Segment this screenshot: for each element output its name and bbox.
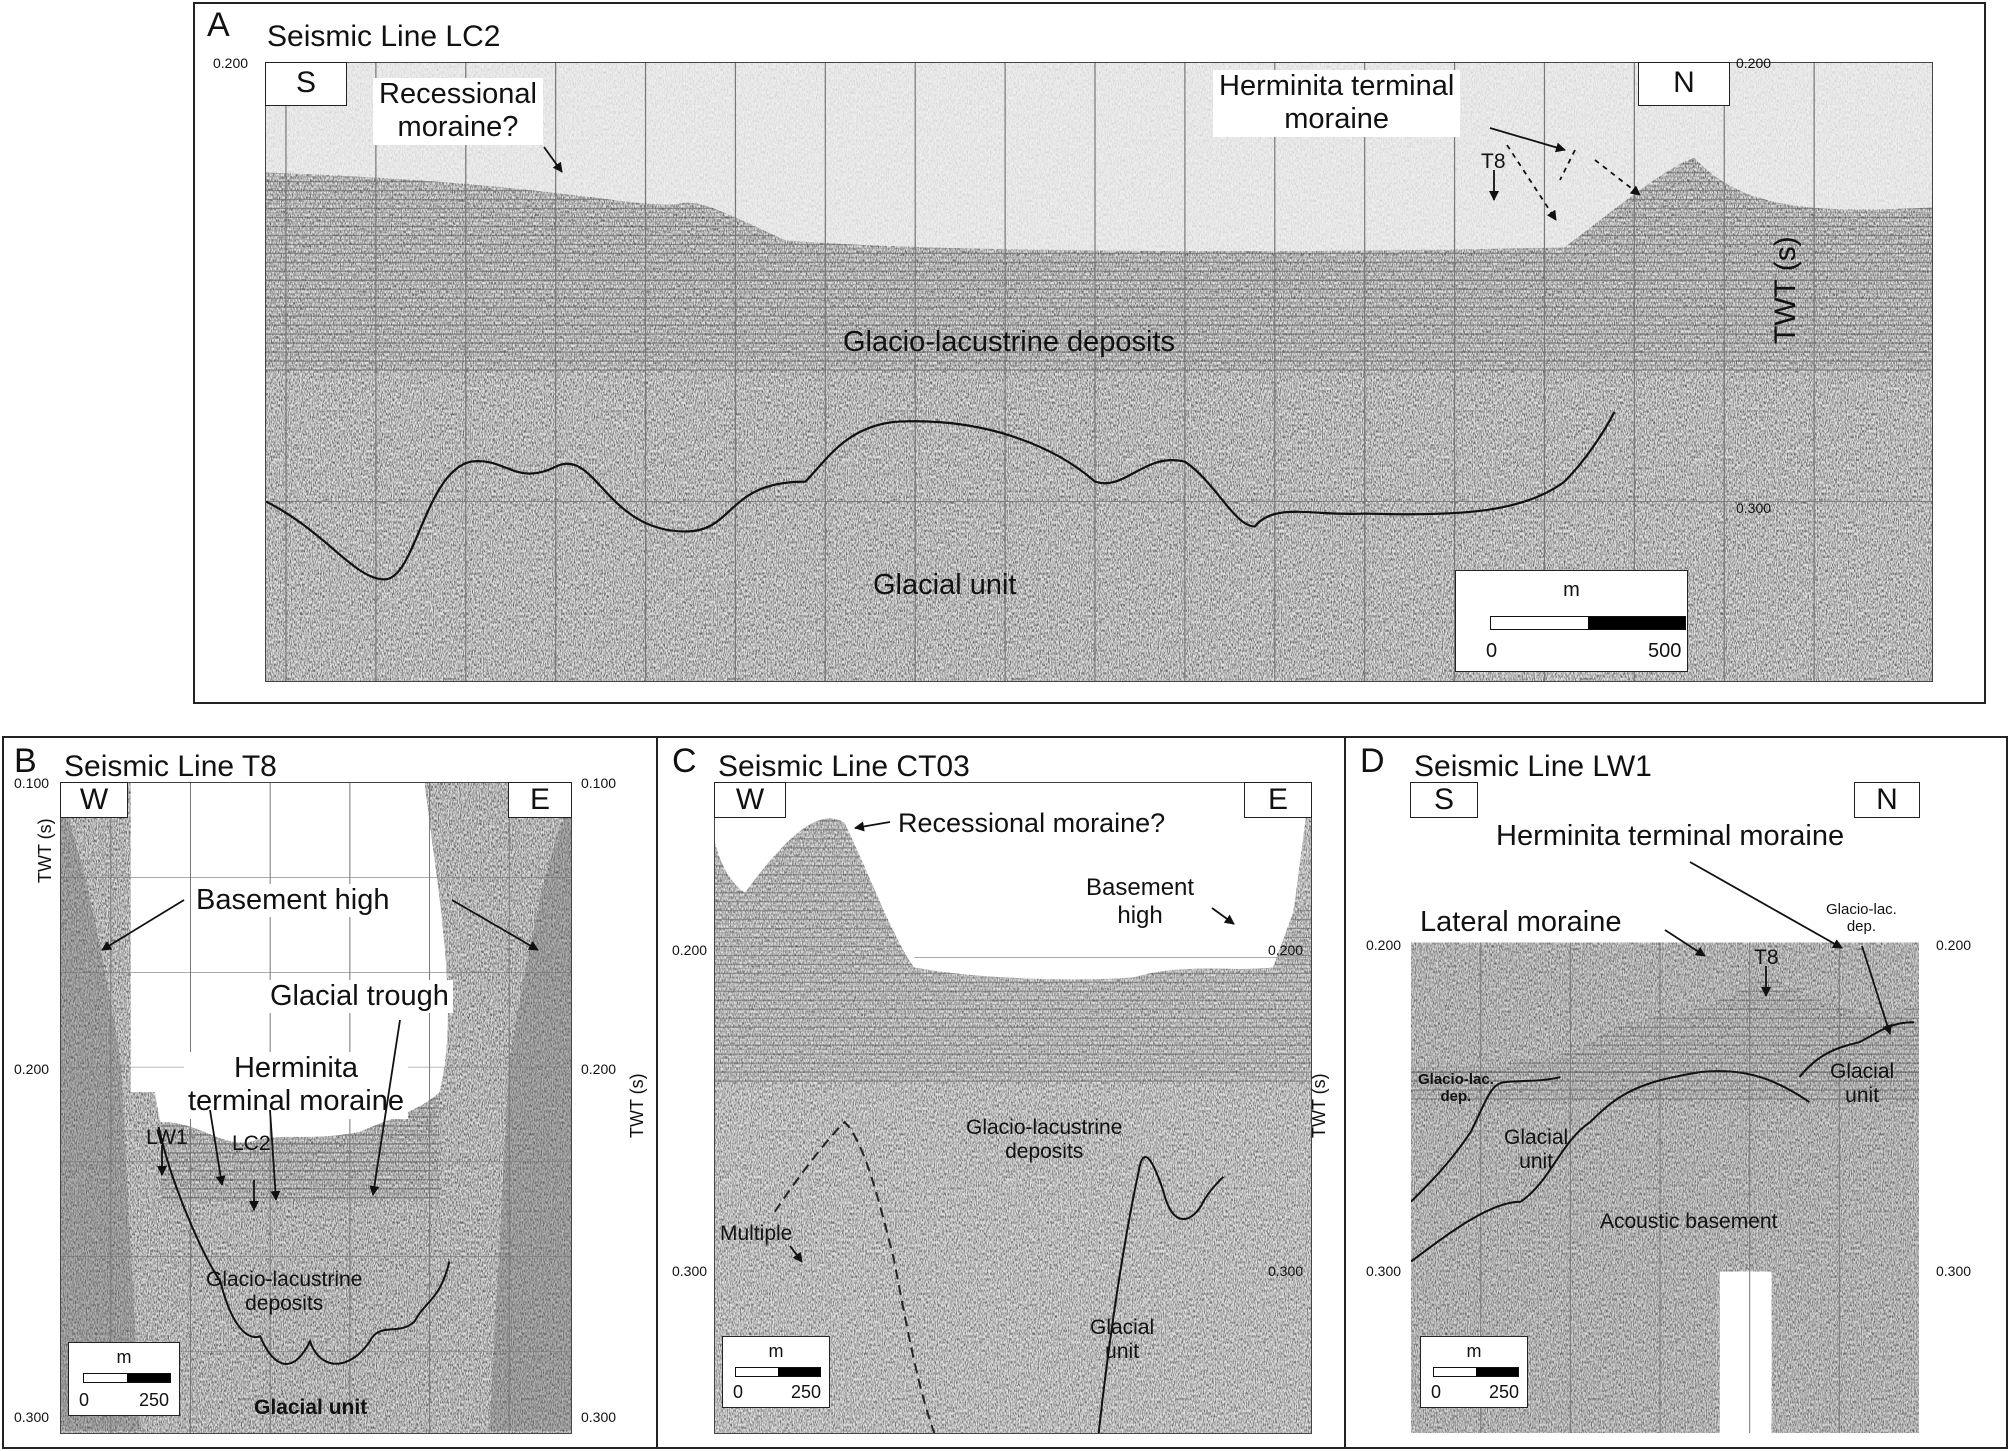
label-glacial-unit-left: Glacial unit [1504,1126,1569,1174]
label-herminita-terminal-moraine: Herminita terminal moraine [1213,70,1461,137]
twt-tick-right-0200: 0.200 [581,1061,617,1077]
scale-min: 0 [1431,1382,1442,1402]
scale-max: 250 [791,1382,822,1402]
twt-tick-left-0200: 0.200 [672,942,708,958]
seismic-image [1411,783,1919,1433]
direction-label-west: W [714,782,786,818]
panel-a: A Seismic Line LC2 [193,2,1986,704]
scale-bar-graphic [83,1373,171,1383]
twt-tick-left-0200: 0.200 [14,1061,50,1077]
seismic-image [715,783,1311,1433]
panel-b: B Seismic Line T8 W E [2,736,658,1449]
label-lateral-moraine: Lateral moraine [1420,906,1622,938]
label-t8-crossing: T8 [1481,150,1506,173]
label-glacial-unit-right: Glacial unit [1830,1060,1895,1108]
label-glacial-unit: Glacial unit [873,569,1017,601]
label-lw1-crossing: LW1 [146,1126,188,1149]
direction-label-east: E [508,782,572,818]
scale-min: 0 [733,1382,744,1402]
scale-min: 0 [1486,640,1498,662]
direction-label-north: N [1854,782,1920,818]
scale-bar-graphic [1433,1367,1519,1377]
label-basement-high: Basement high [1086,874,1195,929]
label-glacial-trough: Glacial trough [266,980,453,1014]
label-lc2-crossing: LC2 [232,1132,271,1155]
panel-d: D Seismic Line LW1 S N 0.200 0.300 0.200… [1344,736,2008,1449]
twt-axis-label: TWT (s) [1769,236,1802,344]
twt-tick-left-0100: 0.100 [14,775,50,791]
label-multiple: Multiple [720,1222,793,1245]
twt-tick-right-0300: 0.300 [581,1409,617,1425]
panel-title: Seismic Line LW1 [1414,750,1652,783]
twt-tick-right-0300: 0.300 [1936,1263,1972,1279]
label-basement-high: Basement high [192,884,394,918]
seismic-section [1410,782,1920,1434]
scale-unit: m [768,1341,784,1361]
twt-tick-right-0300: 0.300 [1268,1263,1304,1279]
scale-max: 250 [1489,1382,1520,1402]
label-glacio-lacustrine-deposits: Glacio-lacustrine deposits [206,1268,363,1316]
twt-tick-left-0300: 0.300 [14,1409,50,1425]
scale-bar-graphic [1490,616,1686,630]
label-glacio-lacustrine-deposits: Glacio-lacustrine deposits [843,326,1176,358]
twt-tick-right-0200: 0.200 [1268,942,1304,958]
twt-tick-right-0200: 0.200 [1936,937,1972,953]
label-recessional-moraine: Recessional moraine? [373,78,543,145]
scale-bar: m 0 250 [722,1336,830,1408]
direction-label-south: S [1410,782,1478,818]
panel-c: C Seismic Line CT03 W E 0.200 0.300 0.20… [656,736,1346,1449]
scale-bar-graphic [735,1367,821,1377]
panel-letter: B [14,742,37,780]
scale-unit: m [1563,579,1580,601]
panel-letter: A [207,6,230,44]
panel-letter: C [672,742,697,780]
scale-max: 500 [1648,640,1682,662]
label-glacial-unit: Glacial unit [1090,1316,1155,1364]
direction-label-north: N [1638,62,1730,106]
label-acoustic-basement: Acoustic basement [1600,1210,1778,1233]
label-recessional-moraine: Recessional moraine? [898,808,1166,838]
panel-title: Seismic Line LC2 [267,20,501,53]
label-glacio-lacustrine-deposits: Glacio-lacustrine deposits [966,1116,1123,1164]
direction-label-east: E [1244,782,1312,818]
scale-bar: m 0 250 [1420,1336,1528,1408]
twt-tick-left-0200: 0.200 [1366,937,1402,953]
twt-axis-label: TWT (s) [1309,1073,1329,1138]
label-t8-crossing: T8 [1754,946,1779,969]
twt-axis-label-right: TWT (s) [627,1073,647,1138]
twt-tick-right-0300: 0.300 [1736,500,1772,516]
label-glacio-lac-dep-left: Glacio-lac. dep. [1418,1071,1494,1105]
scale-unit: m [116,1347,132,1367]
twt-tick-left-0300: 0.300 [1366,1263,1402,1279]
twt-tick-left-0200: 0.200 [213,55,249,71]
label-glacio-lac-dep-right: Glacio-lac. dep. [1826,901,1897,935]
scale-bar: m 0 500 [1455,570,1688,672]
scale-bar: m 0 250 [68,1342,180,1416]
seismic-section [714,782,1312,1434]
panel-title: Seismic Line T8 [64,750,277,783]
twt-tick-right-0100: 0.100 [581,775,617,791]
twt-tick-left-0300: 0.300 [672,1263,708,1279]
panel-letter: D [1360,742,1385,780]
label-herminita-terminal-moraine: Herminita terminal moraine [184,1052,408,1119]
twt-axis-label-left: TWT (s) [35,818,55,883]
label-glacial-unit: Glacial unit [254,1396,368,1419]
direction-label-west: W [60,782,128,818]
label-herminita-terminal-moraine: Herminita terminal moraine [1496,820,1845,852]
direction-label-south: S [265,62,347,106]
twt-tick-right-0200: 0.200 [1736,55,1772,71]
scale-max: 250 [139,1390,170,1410]
scale-unit: m [1466,1341,1482,1361]
scale-min: 0 [79,1390,90,1410]
panel-title: Seismic Line CT03 [718,750,970,783]
